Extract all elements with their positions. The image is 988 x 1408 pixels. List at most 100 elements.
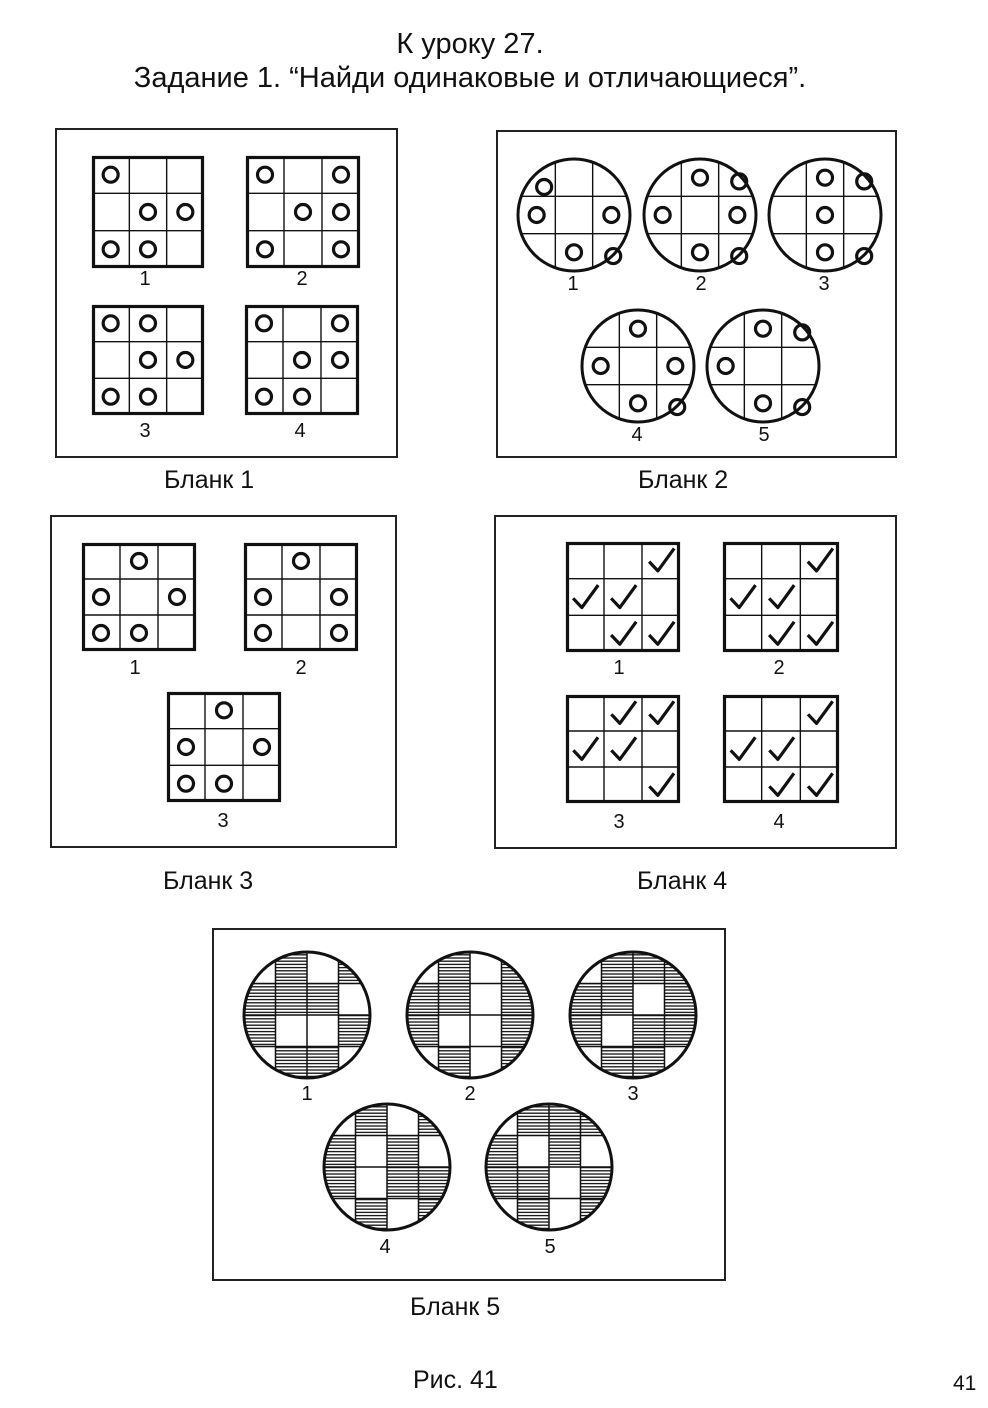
circle-icon — [331, 202, 351, 222]
circle-icon — [666, 356, 685, 376]
circle-icon — [254, 387, 274, 406]
circle-icon — [167, 587, 187, 607]
circle-icon — [176, 202, 195, 222]
circle-icon — [291, 551, 311, 571]
blank-2-figure-4 — [580, 308, 696, 424]
circle-icon — [253, 623, 273, 643]
hatched-cell — [601, 983, 633, 1015]
circle-outline — [405, 950, 535, 1080]
blank-4-label: Бланк 4 — [637, 867, 728, 895]
grid-border — [91, 304, 205, 416]
circle-icon — [253, 587, 273, 607]
circle-icon — [255, 240, 275, 259]
check-icon — [806, 700, 834, 725]
circle-icon — [138, 240, 158, 259]
circle-outline — [322, 1102, 452, 1232]
circle-icon — [101, 240, 120, 259]
check-icon — [806, 620, 835, 646]
blank-3-item-number: 3 — [217, 810, 229, 832]
circle-outline — [568, 950, 698, 1080]
circle-icon — [293, 202, 313, 222]
task-heading: Задание 1. “Найди одинаковые и отличающи… — [133, 62, 807, 94]
circle-icon — [330, 350, 350, 370]
blank-1-label: Бланк 1 — [164, 466, 255, 494]
circle-icon — [329, 587, 349, 607]
grid-border — [166, 691, 282, 803]
circle-icon — [101, 165, 120, 184]
blank-5-item-number: 3 — [627, 1083, 639, 1105]
hatched-cell — [307, 983, 339, 1015]
grid-border — [91, 155, 205, 269]
circle-icon — [176, 737, 196, 757]
blank-3-figure-3 — [166, 691, 282, 803]
blank-2-item-number: 1 — [567, 273, 579, 295]
blank-2-figure-5 — [705, 308, 821, 424]
blank-5-item-number: 2 — [464, 1083, 476, 1105]
blank-4-item-number: 2 — [773, 657, 785, 679]
blank-1-item-number: 2 — [296, 268, 308, 290]
circle-icon — [628, 319, 648, 338]
circle-icon — [815, 243, 835, 262]
check-icon — [806, 547, 835, 573]
blank-5-figure-3 — [568, 950, 698, 1080]
blank-4-item-number: 3 — [613, 811, 625, 833]
lesson-heading: К уроку 27. — [396, 28, 544, 60]
circle-icon — [527, 205, 546, 225]
circle-icon — [591, 356, 610, 376]
circle-icon — [815, 168, 835, 187]
blank-1-figure-3 — [91, 304, 205, 416]
check-icon — [768, 736, 796, 761]
circle-icon — [535, 177, 554, 197]
check-icon — [806, 772, 834, 797]
blank-5-item-number: 4 — [379, 1236, 391, 1258]
blank-1-figure-2 — [245, 155, 361, 269]
hatched-cell — [580, 1104, 612, 1136]
check-icon — [609, 620, 638, 646]
blank-1-figure-1 — [91, 155, 205, 269]
blank-3-figure-2 — [243, 542, 359, 652]
circle-icon — [129, 623, 149, 643]
hatched-cell — [387, 1135, 419, 1167]
circle-outline — [484, 1102, 614, 1232]
blank-4-figure-4 — [722, 694, 840, 804]
circle-outline — [516, 157, 632, 273]
circle-icon — [214, 774, 234, 793]
blank-4-item-number: 4 — [773, 811, 785, 833]
check-icon — [729, 736, 757, 761]
check-icon — [609, 584, 638, 610]
hatched-cell — [633, 1015, 665, 1047]
check-icon — [767, 620, 796, 646]
circle-outline — [642, 157, 758, 273]
blank-1-item-number: 3 — [139, 420, 151, 442]
blank-5-figure-5 — [484, 1102, 614, 1232]
grid-border — [722, 694, 840, 804]
blank-3-item-number: 2 — [295, 657, 307, 679]
blank-4-item-number: 1 — [613, 657, 625, 679]
circle-icon — [91, 623, 111, 643]
check-icon — [767, 584, 796, 610]
circle-icon — [101, 314, 120, 333]
circle-icon — [176, 774, 196, 793]
hatched-cell — [501, 952, 533, 984]
circle-icon — [254, 314, 274, 333]
blank-4-figure-3 — [565, 694, 681, 804]
blank-2-label: Бланк 2 — [638, 466, 729, 494]
figure-caption: Рис. 41 — [413, 1366, 498, 1394]
hatched-cell — [549, 1135, 581, 1167]
circle-icon — [138, 202, 158, 222]
grid-border — [565, 541, 681, 653]
blank-5-figure-2 — [405, 950, 535, 1080]
circle-icon — [690, 243, 710, 262]
blank-2-figure-1 — [516, 157, 632, 273]
circle-icon — [91, 587, 111, 607]
grid-border — [722, 541, 840, 653]
grid-border — [565, 694, 681, 804]
blank-4-figure-2 — [722, 541, 840, 653]
hatched-cell — [418, 1104, 450, 1136]
hatched-cell — [580, 1198, 612, 1230]
blank-3-item-number: 1 — [129, 657, 141, 679]
check-icon — [729, 584, 757, 610]
blank-2-item-number: 3 — [818, 273, 830, 295]
circle-outline — [705, 308, 821, 424]
check-icon — [610, 736, 638, 761]
